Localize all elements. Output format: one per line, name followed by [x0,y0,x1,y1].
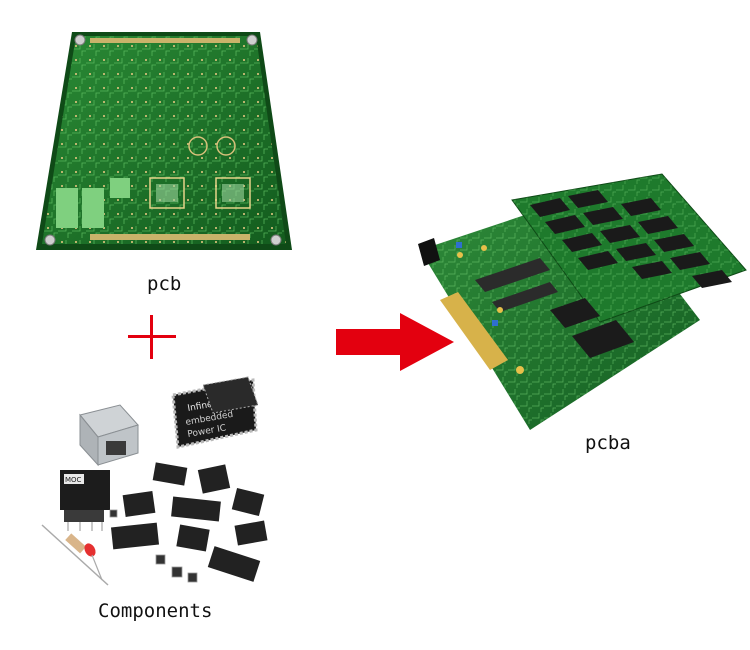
svg-text:MOC: MOC [65,476,82,484]
components-image: Infineon embedded Power IC MOC [41,376,268,586]
resistor-icon [41,524,109,586]
pcb-label: pcb [147,273,182,295]
components-label: Components [98,600,213,622]
arrow-right-icon [336,313,454,371]
plus-icon [128,315,176,359]
transformer-icon: MOC [60,470,110,531]
led-icon [84,543,103,581]
pcb-board-image [36,32,292,250]
rj45-jack-icon [79,404,139,467]
infineon-chip-icon: Infineon embedded Power IC [171,378,258,449]
pcba-board-image [418,173,747,430]
pcba-label: pcba [585,432,631,454]
